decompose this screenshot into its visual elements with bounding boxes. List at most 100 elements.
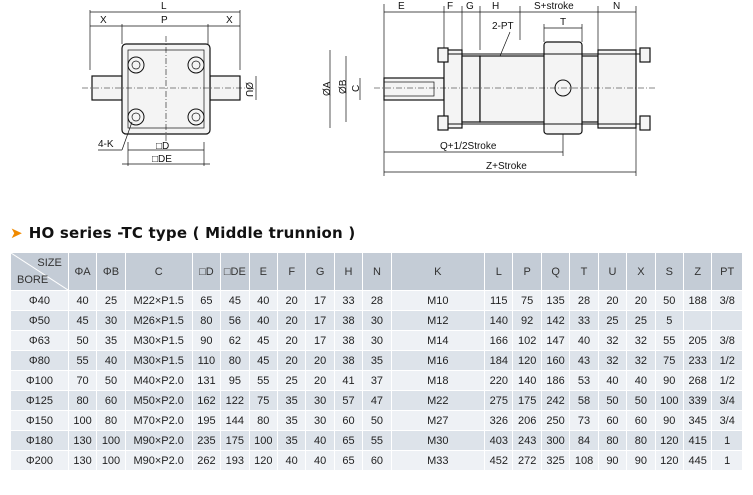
corner-bore-label: BORE [17,274,49,286]
table-cell: 55 [362,430,392,451]
table-cell: 50 [654,290,685,311]
table-cell: 17 [305,310,335,331]
table-cell: M90×P2.0 [124,450,193,471]
column-header: □D [191,252,222,291]
table-cell: 339 [682,390,713,411]
table-cell: 3/8 [711,290,743,311]
table-cell: 115 [484,290,514,311]
table-cell: 65 [333,430,364,451]
table-cell: 80 [220,350,250,371]
dim-L: L [161,1,167,12]
column-header: U [597,252,628,291]
table-cell: 122 [220,390,250,411]
table-cell [682,310,713,331]
table-cell: 80 [626,430,656,451]
table-cell: 5 [654,310,685,331]
table-cell: 3/8 [711,330,743,351]
column-header: PT [711,252,743,291]
table-cell: 35 [362,350,392,371]
table-cell: M27 [390,410,486,431]
table-cell: 100 [96,430,126,451]
table-cell: 100 [67,410,98,431]
table-cell: 206 [512,410,542,431]
dim-A: ØA [322,81,333,96]
dim-E: E [398,1,405,12]
table-cell: 195 [191,410,222,431]
table-cell: 25 [626,310,656,331]
table-cell: 47 [362,390,392,411]
table-cell: 345 [682,410,713,431]
table-cell: 162 [191,390,222,411]
table-cell: 25 [96,290,126,311]
table-cell: 120 [248,450,278,471]
dim-X-right: X [226,15,233,26]
dim-Z-stroke: Z+Stroke [486,161,527,172]
table-cell: 50 [362,410,392,431]
table-cell: 193 [220,450,250,471]
table-cell: 80 [96,410,126,431]
table-cell: 80 [191,310,222,331]
table-cell: 135 [540,290,571,311]
table-cell: 43 [569,350,599,371]
table-cell: 33 [569,310,599,331]
table-cell: 95 [220,370,250,391]
column-header: C [124,252,193,291]
dim-Q-stroke: Q+1/2Stroke [440,141,497,152]
table-cell: 80 [67,390,98,411]
table-cell: 17 [305,290,335,311]
table-cell: 147 [540,330,571,351]
table-cell: M90×P2.0 [124,430,193,451]
table-cell: 40 [305,430,335,451]
table-cell: 35 [276,390,307,411]
table-cell: 25 [597,310,628,331]
table-cell: 60 [96,390,126,411]
table-cell: 92 [512,310,542,331]
table-cell: 90 [654,410,685,431]
dim-P: P [161,15,168,26]
table-cell: 37 [362,370,392,391]
table-cell: 38 [333,350,364,371]
table-cell: 28 [569,290,599,311]
table-cell: 415 [682,430,713,451]
table-cell: 40 [96,350,126,371]
column-header: ΦA [67,252,98,291]
table-cell: M26×P1.5 [124,310,193,331]
table-cell: 90 [626,450,656,471]
table-cell: 300 [540,430,571,451]
table-cell: 60 [362,450,392,471]
table-cell: M30 [390,430,486,451]
table-cell: 40 [276,450,307,471]
table-header-row: SIZE BORE ΦA ΦB C □D □DE E F G H N K L P… [10,252,743,291]
column-header: K [390,252,486,291]
column-header: H [333,252,364,291]
table-cell: 50 [67,330,98,351]
table-cell: 35 [276,410,307,431]
table-cell: 250 [540,410,571,431]
table-cell: 20 [276,330,307,351]
table-cell: 144 [220,410,250,431]
table-cell: 262 [191,450,222,471]
table-cell: 30 [305,410,335,431]
table-cell: 73 [569,410,599,431]
table-cell: 20 [276,310,307,331]
bore-cell: Φ125 [10,390,69,411]
table-corner-cell: SIZE BORE [10,252,69,291]
dim-B: ØB [338,79,349,94]
table-cell: 40 [305,450,335,471]
bore-cell: Φ100 [10,370,69,391]
table-cell: 41 [333,370,364,391]
table-cell: M50×P2.0 [124,390,193,411]
cylinder-technical-drawing: L X P X ØU 4-K □D □DE [82,1,656,176]
section-title: ➤HO series -TC type ( Middle trunnion ) [10,224,355,242]
dim-4K: 4-K [98,139,114,150]
bore-cell: Φ50 [10,310,69,331]
table-cell: 120 [654,450,685,471]
table-cell: M22 [390,390,486,411]
table-cell: M16 [390,350,486,371]
table-cell: 35 [276,430,307,451]
